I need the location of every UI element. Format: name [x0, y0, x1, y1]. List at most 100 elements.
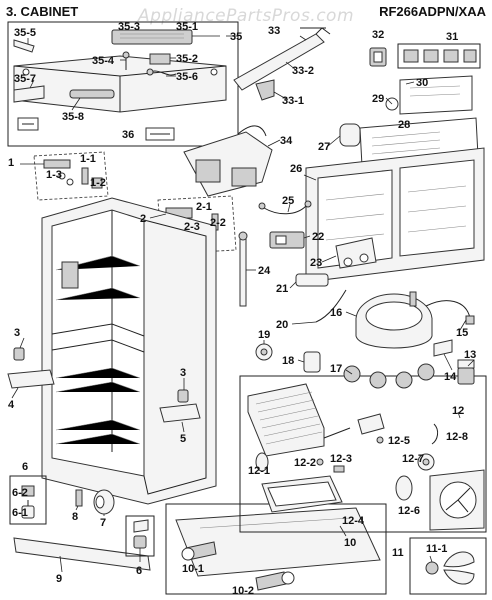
callout-10-2: 10-2 [232, 585, 254, 597]
part-6-leveler-assy[interactable] [133, 519, 149, 549]
callout-15: 15 [456, 327, 468, 339]
part-36-lens[interactable] [145, 127, 175, 141]
part-4-left-bracket[interactable] [7, 369, 55, 389]
part-7-roller[interactable] [93, 489, 115, 515]
callout-36: 36 [122, 129, 134, 141]
part-33-hinge-cover[interactable] [233, 27, 331, 91]
callout-35-6: 35-6 [176, 71, 198, 83]
callout-3-left: 3 [14, 327, 20, 339]
callout-1-2: 1-2 [90, 177, 106, 189]
part-12-1-plug[interactable] [255, 452, 269, 472]
callout-2-2: 2-2 [210, 217, 226, 229]
callout-27: 27 [318, 141, 330, 153]
callout-12-1: 12-1 [248, 465, 270, 477]
part-23-water-valve[interactable] [335, 237, 377, 269]
part-35-7-bracket[interactable] [13, 85, 45, 103]
part-35-3-display-board[interactable] [111, 29, 193, 45]
part-24-fill-tube[interactable] [238, 231, 248, 307]
part-35-4-screw[interactable] [122, 51, 130, 70]
part-12-3-screw[interactable] [333, 465, 345, 473]
part-12-7-grommet[interactable] [417, 453, 435, 471]
part-8-pin[interactable] [75, 489, 83, 507]
callout-12-6: 12-6 [398, 505, 420, 517]
part-11-fan-assy[interactable] [425, 551, 475, 585]
part-19-grommet[interactable] [255, 343, 273, 361]
part-33-1-hinge-cap[interactable] [255, 79, 275, 101]
callout-3-right: 3 [180, 367, 186, 379]
part-25-wire[interactable] [258, 200, 312, 215]
group-box-31 [397, 43, 481, 69]
part-35-led-lens[interactable] [17, 117, 39, 131]
part-21-dryer[interactable] [295, 273, 329, 287]
callout-35-2: 35-2 [176, 53, 198, 65]
part-18-filter[interactable] [303, 351, 321, 373]
callout-33-2: 33-2 [292, 65, 314, 77]
part-14-cover[interactable] [433, 339, 453, 357]
callout-28: 28 [398, 119, 410, 131]
part-35-8-light-cover[interactable] [69, 89, 115, 99]
callout-11: 11 [392, 547, 404, 559]
callout-16: 16 [330, 307, 342, 319]
part-3-right-cap[interactable] [177, 389, 189, 403]
part-6-2-leveler[interactable] [21, 485, 35, 497]
part-12-6-fan-motor[interactable] [395, 475, 413, 501]
callout-22: 22 [312, 231, 324, 243]
callout-8: 8 [72, 511, 78, 523]
part-35-control-cover[interactable] [13, 55, 227, 113]
callout-12-7: 12-7 [402, 453, 424, 465]
part-12-condenser-coil[interactable] [247, 383, 351, 457]
part-27-bracket[interactable] [339, 123, 361, 147]
part-32-filter-clip[interactable] [369, 47, 387, 67]
part-12-2-screw[interactable] [316, 458, 324, 466]
group-box-6 [9, 475, 47, 525]
part-6-1-foot[interactable] [21, 500, 35, 519]
part-12-bracket[interactable] [357, 413, 385, 435]
part-22-damper[interactable] [269, 231, 305, 249]
callout-2: 2 [140, 213, 146, 225]
part-3-left-cap[interactable] [13, 347, 25, 361]
callout-23: 23 [310, 257, 322, 269]
part-12-5-clip[interactable] [376, 436, 384, 444]
callout-7: 7 [100, 517, 106, 529]
part-10-1-roller[interactable] [181, 541, 217, 561]
callout-19: 19 [258, 329, 270, 341]
part-35-2-switch[interactable] [149, 53, 171, 65]
callout-18: 18 [282, 355, 294, 367]
part-12-8-wire[interactable] [431, 423, 439, 445]
callout-12: 12 [452, 405, 464, 417]
part-30-panel[interactable] [399, 75, 473, 115]
callout-35: 35 [230, 31, 242, 43]
callout-24: 24 [258, 265, 271, 277]
callout-2-3: 2-3 [184, 221, 200, 233]
part-1-upper-hinge[interactable] [33, 151, 109, 201]
callout-10-1: 10-1 [182, 563, 204, 575]
callout-9: 9 [56, 573, 62, 585]
part-26-back-panel[interactable] [305, 147, 485, 283]
part-9-kick-plate[interactable] [13, 537, 151, 571]
callout-20: 20 [276, 319, 288, 331]
part-13-relay[interactable] [457, 359, 475, 385]
callout-30: 30 [416, 77, 428, 89]
part-35-5-clip[interactable] [13, 39, 35, 53]
callout-35-8: 35-8 [62, 111, 84, 123]
part-31-label-set[interactable] [403, 49, 477, 63]
part-34-wire-harness[interactable] [183, 125, 273, 197]
callout-35-4: 35-4 [92, 55, 115, 67]
group-box-12 [239, 375, 487, 533]
part-12-fan-shroud[interactable] [429, 469, 485, 531]
part-15-harness[interactable] [425, 300, 475, 325]
part-35-6-harness[interactable] [146, 68, 177, 76]
part-cabinet-shell[interactable] [41, 197, 217, 505]
part-20-tube[interactable] [315, 289, 347, 323]
callout-12-5: 12-5 [388, 435, 410, 447]
callout-14: 14 [444, 371, 457, 383]
callout-21: 21 [276, 283, 288, 295]
part-12-4-drain-pan[interactable] [261, 475, 343, 513]
callout-6-bottom: 6 [136, 565, 142, 577]
part-5-right-bracket[interactable] [159, 403, 201, 423]
callout-11-1: 11-1 [426, 543, 447, 555]
part-16-compressor[interactable] [355, 291, 433, 349]
part-10-2-roller[interactable] [255, 571, 295, 591]
callout-12-8: 12-8 [446, 431, 468, 443]
